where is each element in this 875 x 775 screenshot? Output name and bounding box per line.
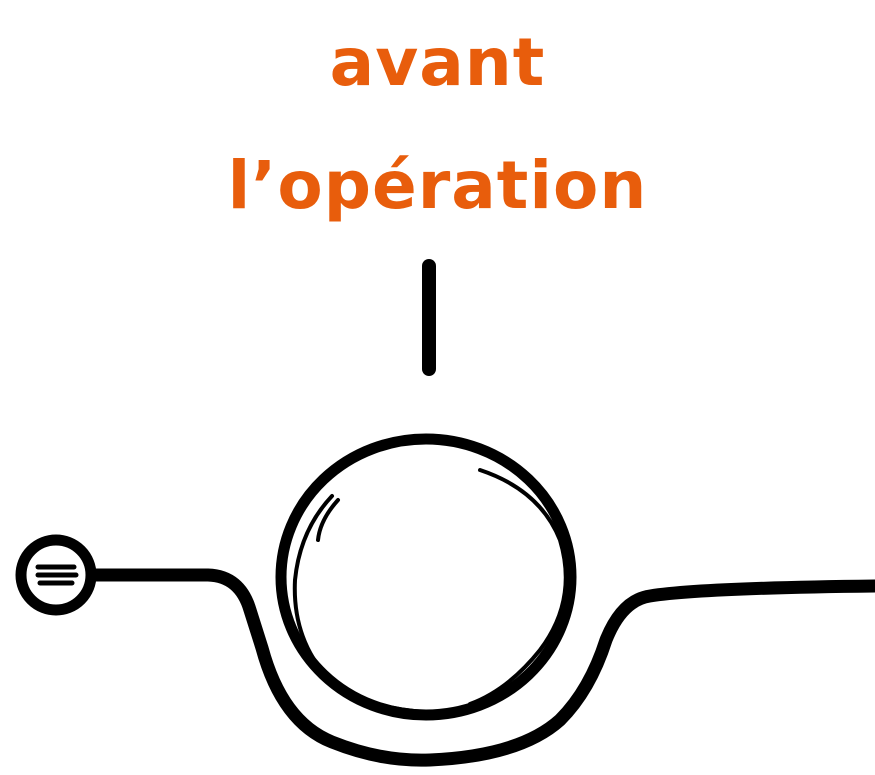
end-cap-icon — [15, 534, 97, 616]
gland-inner-sketch — [292, 468, 568, 715]
duct-tube — [85, 568, 875, 767]
gland-circle — [275, 433, 577, 721]
title-line-2: l’opération — [227, 147, 648, 224]
title-line-1: avant — [329, 24, 546, 101]
